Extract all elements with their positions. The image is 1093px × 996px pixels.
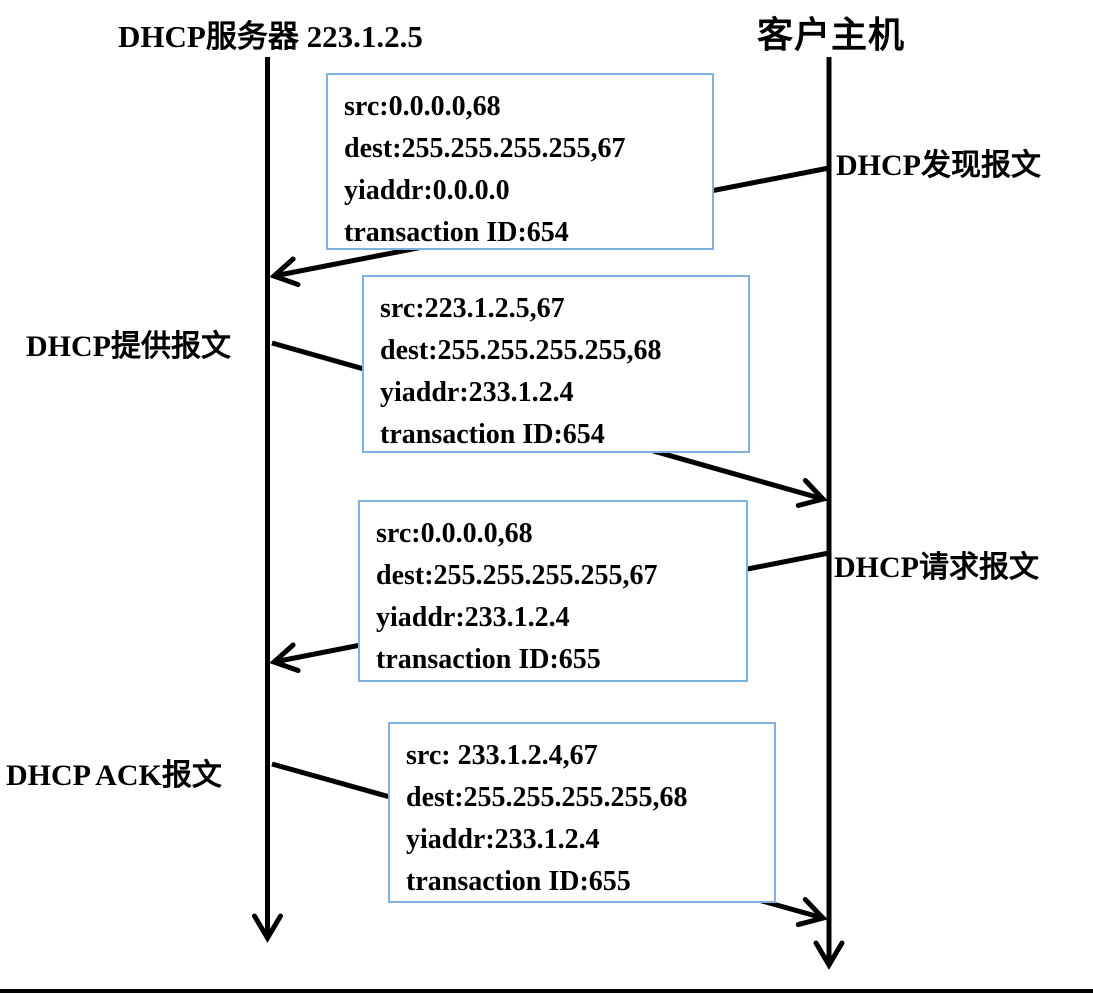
dhcp-offer-label: DHCP提供报文: [26, 330, 231, 363]
dhcp-request-label: DHCP请求报文: [834, 551, 1039, 584]
client-title: 客户主机: [757, 15, 906, 55]
dhcp-offer-detail-box: src:223.1.2.5,67 dest:255.255.255.255,68…: [362, 275, 750, 453]
offer-yiaddr-field: yiaddr:233.1.2.4: [380, 377, 574, 408]
offer-dest-field: dest:255.255.255.255,68: [380, 335, 662, 366]
discover-yiaddr-field: yiaddr:0.0.0.0: [344, 175, 510, 206]
ack-yiaddr-field: yiaddr:233.1.2.4: [406, 824, 600, 855]
ack-dest-field: dest:255.255.255.255,68: [406, 782, 688, 813]
request-src-field: src:0.0.0.0,68: [376, 518, 533, 549]
dhcp-ack-detail-box: src: 233.1.2.4,67 dest:255.255.255.255,6…: [388, 722, 776, 903]
request-transaction-field: transaction ID:655: [376, 644, 601, 675]
dhcp-discover-detail-box: src:0.0.0.0,68 dest:255.255.255.255,67 y…: [326, 73, 714, 250]
dhcp-ack-label: DHCP ACK报文: [6, 759, 222, 792]
server-title: DHCP服务器 223.1.2.5: [118, 19, 423, 54]
offer-src-field: src:223.1.2.5,67: [380, 293, 565, 324]
request-dest-field: dest:255.255.255.255,67: [376, 560, 658, 591]
bottom-border: [0, 989, 1093, 993]
request-yiaddr-field: yiaddr:233.1.2.4: [376, 602, 570, 633]
dhcp-discover-label: DHCP发现报文: [836, 149, 1041, 182]
ack-transaction-field: transaction ID:655: [406, 866, 631, 897]
discover-dest-field: dest:255.255.255.255,67: [344, 133, 626, 164]
discover-transaction-field: transaction ID:654: [344, 217, 569, 248]
offer-transaction-field: transaction ID:654: [380, 419, 605, 450]
ack-src-field: src: 233.1.2.4,67: [406, 740, 598, 771]
discover-src-field: src:0.0.0.0,68: [344, 91, 501, 122]
dhcp-request-detail-box: src:0.0.0.0,68 dest:255.255.255.255,67 y…: [358, 500, 748, 682]
